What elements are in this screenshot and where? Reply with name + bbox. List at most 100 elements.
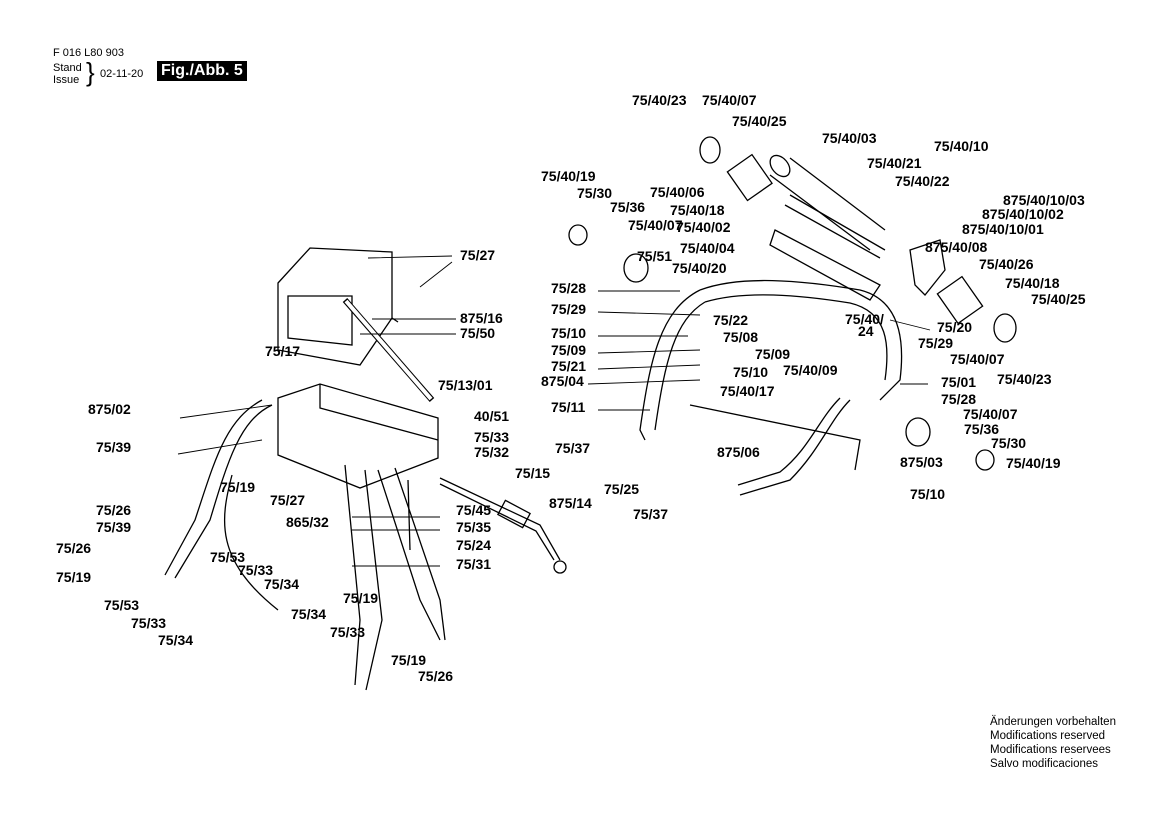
part-label: 75/33	[474, 429, 510, 445]
part-label: 75/09	[551, 342, 587, 358]
part-label: 75/40/19	[1006, 455, 1061, 471]
part-label: 75/11	[551, 399, 586, 415]
part-label: 875/04	[541, 373, 584, 389]
part-label: 875/14	[549, 495, 592, 511]
part-label: 75/40/21	[867, 155, 922, 171]
part-label: 75/37	[555, 440, 591, 456]
part-label: 75/19	[56, 569, 92, 585]
part-label: 75/32	[474, 444, 510, 460]
part-label: 75/36	[964, 421, 1000, 437]
part-label: 75/29	[551, 301, 587, 317]
part-label: 75/40/	[845, 311, 884, 327]
part-label: 75/28	[551, 280, 587, 296]
part-label: 75/40/04	[680, 240, 735, 256]
control-rod	[439, 477, 567, 574]
footer-line: Modifications reserved	[990, 730, 1106, 742]
part-label: 75/53	[210, 549, 246, 565]
part-label: 75/40/09	[783, 362, 838, 378]
part-label: 75/40/18	[670, 202, 725, 218]
part-label: 75/35	[456, 519, 492, 535]
part-label: 875/40/10/03	[1003, 192, 1085, 208]
footer-line: Modifications reservees	[990, 744, 1111, 756]
part-label: 75/40/19	[541, 168, 596, 184]
part-label: 75/40/22	[895, 173, 950, 189]
part-label: 75/13/01	[438, 377, 493, 393]
part-label: 75/40/07	[963, 406, 1018, 422]
part-label: 75/40/18	[1005, 275, 1060, 291]
part-label: 75/30	[577, 185, 613, 201]
part-label: 75/40/07	[628, 217, 683, 233]
part-label: 75/19	[343, 590, 379, 606]
part-label: 875/06	[717, 444, 760, 460]
part-label: 75/40/20	[672, 260, 727, 276]
part-label: 875/40/10/02	[982, 206, 1064, 222]
part-label: 75/53	[104, 597, 140, 613]
part-label: 75/10	[551, 325, 587, 341]
part-label: 75/10	[910, 486, 946, 502]
footer-line: Änderungen vorbehalten	[990, 716, 1116, 728]
figure-label: Fig./Abb. 5	[157, 61, 247, 81]
part-label: 75/26	[418, 668, 454, 684]
leader-lines	[177, 255, 931, 567]
part-label: 75/27	[270, 492, 306, 508]
document-number: F 016 L80 903	[53, 47, 124, 59]
part-label: 75/50	[460, 325, 496, 341]
part-label: 75/51	[637, 248, 673, 264]
bracket-part	[277, 298, 439, 489]
part-label: 875/03	[900, 454, 943, 470]
part-label: 75/40/23	[997, 371, 1052, 387]
part-label: 75/20	[937, 319, 973, 335]
footer-notice: Änderungen vorbehalten Modifications res…	[990, 715, 1116, 771]
part-label: 75/19	[391, 652, 427, 668]
part-label: 75/33	[131, 615, 167, 631]
part-label: 75/15	[515, 465, 551, 481]
roller-parts	[568, 136, 1017, 471]
handle-tubes-left	[164, 399, 446, 691]
part-label: 75/26	[96, 502, 132, 518]
part-label: 75/37	[633, 506, 669, 522]
footer-line: Salvo modificaciones	[990, 758, 1099, 770]
part-label: 75/31	[456, 556, 492, 572]
part-label: 75/40/26	[979, 256, 1034, 272]
part-label: 75/33	[330, 624, 366, 640]
part-label: 75/28	[941, 391, 977, 407]
part-label: 75/21	[551, 358, 587, 374]
stand-label: Stand	[53, 62, 82, 74]
part-label: 75/27	[460, 247, 496, 263]
part-label: 875/16	[460, 310, 503, 326]
part-label: 75/40/23	[632, 92, 687, 108]
part-label: 75/19	[220, 479, 256, 495]
part-label: 865/32	[286, 514, 329, 530]
part-label: 75/10	[733, 364, 769, 380]
part-label: 75/29	[918, 335, 954, 351]
part-label: 75/36	[610, 199, 646, 215]
part-label: 75/40/03	[822, 130, 877, 146]
part-label: 75/39	[96, 519, 132, 535]
part-label: 875/40/10/01	[962, 221, 1044, 237]
part-label: 75/24	[456, 537, 492, 553]
part-label: 75/22	[713, 312, 749, 328]
part-label: 75/34	[264, 576, 300, 592]
part-label: 75/26	[56, 540, 92, 556]
handle-frame-right	[639, 279, 903, 496]
part-label: 875/40/08	[925, 239, 988, 255]
part-label: 75/33	[238, 562, 274, 578]
part-label: 75/40/25	[732, 113, 787, 129]
issue-label: Issue	[53, 74, 80, 86]
part-label: 40/51	[474, 408, 510, 424]
part-label: 75/01	[941, 374, 977, 390]
part-label: 75/09	[755, 346, 791, 362]
part-label: 75/40/10	[934, 138, 989, 154]
part-label: 75/40/07	[702, 92, 757, 108]
part-label: 875/02	[88, 401, 131, 417]
part-label: 75/25	[604, 481, 640, 497]
part-label: 24	[858, 323, 874, 339]
part-label: 75/34	[158, 632, 194, 648]
brace-icon: }	[86, 57, 95, 87]
part-label: 75/40/06	[650, 184, 705, 200]
issue-date: 02-11-20	[100, 68, 144, 80]
part-label: 75/30	[991, 435, 1027, 451]
part-label: 75/08	[723, 329, 759, 345]
part-label: 75/40/07	[950, 351, 1005, 367]
